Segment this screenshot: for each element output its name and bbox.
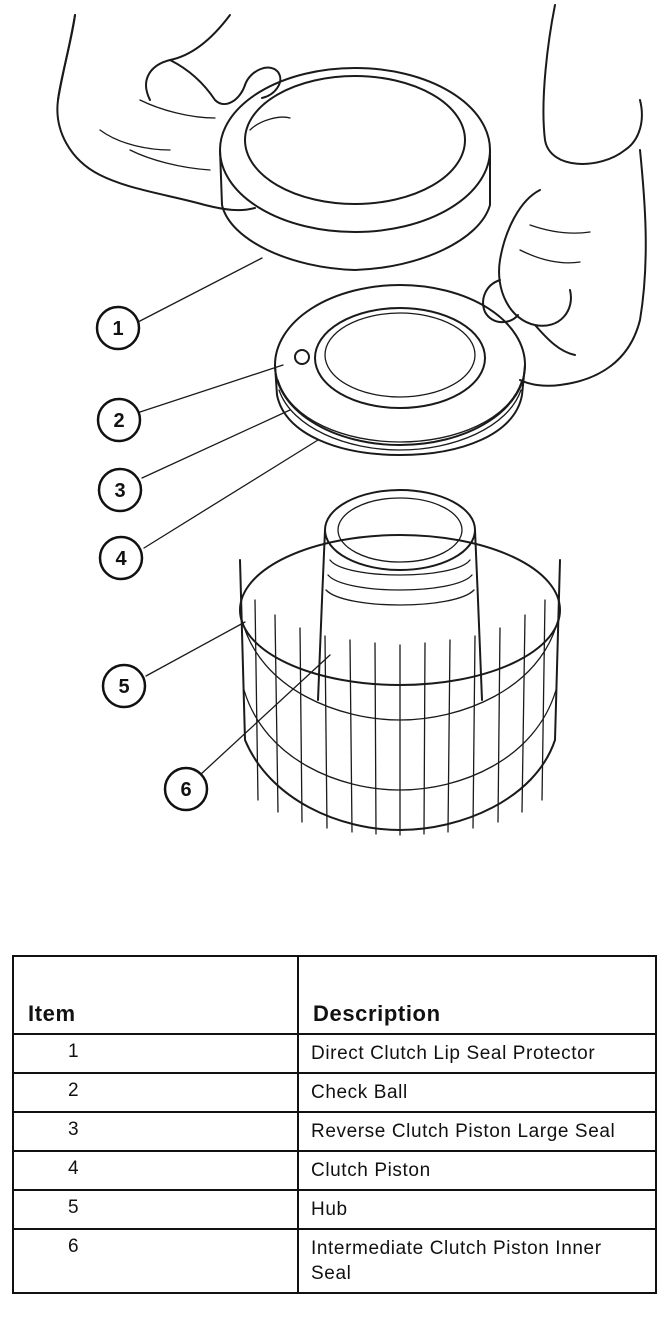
callout-6: 6 [163, 766, 209, 812]
callout-4: 4 [98, 535, 144, 581]
callout-number: 3 [114, 480, 125, 502]
callout-number: 4 [115, 548, 127, 570]
callout-5: 5 [101, 663, 147, 709]
callout-number: 1 [112, 318, 123, 340]
item-description: Intermediate Clutch Piston Inner Seal [297, 1228, 657, 1294]
table-row: 1 Direct Clutch Lip Seal Protector [12, 1033, 657, 1074]
item-description: Reverse Clutch Piston Large Seal [297, 1111, 657, 1152]
item-number: 4 [12, 1150, 299, 1191]
item-description: Clutch Piston [297, 1150, 657, 1191]
clutch-hub-assembly [239, 489, 561, 836]
left-hand-illustration [56, 14, 282, 212]
item-description: Direct Clutch Lip Seal Protector [297, 1033, 657, 1074]
parts-legend-table: Item Description 1 Direct Clutch Lip Sea… [12, 955, 657, 1294]
callout-number: 2 [113, 410, 124, 432]
item-number: 5 [12, 1189, 299, 1230]
clutch-piston [274, 284, 526, 456]
table-row: 2 Check Ball [12, 1072, 657, 1113]
item-description: Hub [297, 1189, 657, 1230]
item-number: 1 [12, 1033, 299, 1074]
callout-number: 5 [118, 676, 129, 698]
leader-lines [137, 257, 331, 776]
item-number: 6 [12, 1228, 299, 1294]
legend-header-row: Item Description [12, 955, 657, 1035]
callout-3: 3 [97, 467, 143, 513]
right-hand-illustration [482, 4, 647, 387]
table-row: 5 Hub [12, 1189, 657, 1230]
table-row: 3 Reverse Clutch Piston Large Seal [12, 1111, 657, 1152]
callout-2: 2 [96, 397, 142, 443]
item-column-header: Item [12, 955, 299, 1035]
item-number: 3 [12, 1111, 299, 1152]
table-row: 6 Intermediate Clutch Piston Inner Seal [12, 1228, 657, 1294]
exploded-assembly-diagram: 1 2 3 4 5 6 [56, 4, 647, 836]
item-description: Check Ball [297, 1072, 657, 1113]
callout-number: 6 [180, 779, 191, 801]
description-column-header: Description [297, 955, 657, 1035]
item-number: 2 [12, 1072, 299, 1113]
table-row: 4 Clutch Piston [12, 1150, 657, 1191]
lip-seal-protector [219, 67, 491, 271]
callout-1: 1 [95, 305, 141, 351]
